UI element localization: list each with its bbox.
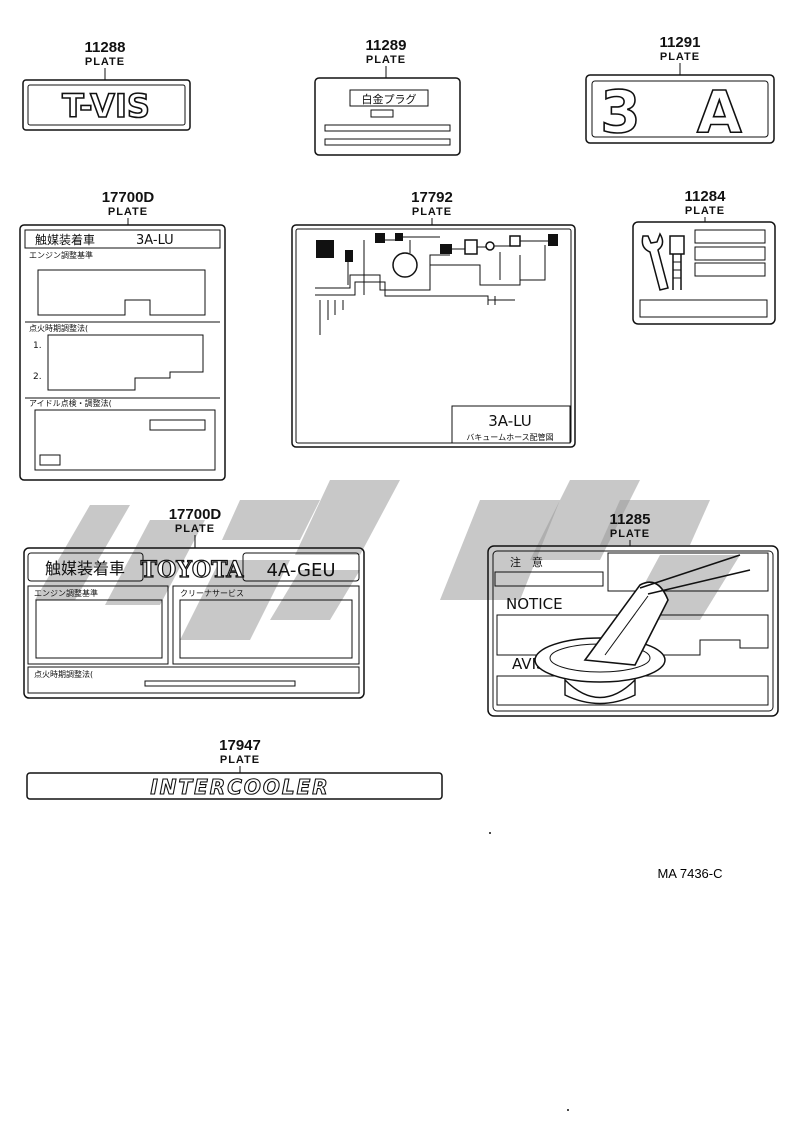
label: エンジン調整基準 xyxy=(29,250,93,260)
label: エンジン調整基準 xyxy=(34,588,98,598)
diagram-code: MA 7436-C xyxy=(657,866,722,881)
plate-text: 触媒装着車 xyxy=(45,559,125,578)
part-number: 11285 xyxy=(610,511,651,528)
wrench-icon xyxy=(641,232,685,291)
part-name: PLATE xyxy=(610,528,650,540)
part-name: PLATE xyxy=(412,206,452,218)
engine-code: 4A-GEU xyxy=(266,560,335,581)
engine-code: 3A-LU xyxy=(136,233,174,248)
part-name: PLATE xyxy=(85,56,125,68)
part-17947[interactable]: 17947 PLATE INTERCOOLER xyxy=(26,737,443,800)
part-11291[interactable]: 11291 PLATE 3 A xyxy=(585,34,775,147)
label: 2. xyxy=(33,372,42,382)
notice-label: NOTICE xyxy=(506,595,563,613)
part-number: 11284 xyxy=(685,188,727,205)
label: 点火時期調整法( xyxy=(29,323,88,333)
part-name: PLATE xyxy=(220,754,260,766)
plate-text: T-VIS xyxy=(62,87,150,125)
part-17792[interactable]: 17792 PLATE 3A-LU バキュームホース配管図 xyxy=(291,189,576,448)
oil-can-illustration xyxy=(534,554,751,705)
plate-text: 触媒装着車 xyxy=(35,232,95,247)
label: アイドル点検・調整法( xyxy=(29,398,112,408)
label: 点火時期調整法( xyxy=(34,669,93,679)
part-number: 11288 xyxy=(85,39,126,56)
part-17700D-4a[interactable]: 17700D PLATE 触媒装着車 TOYOTA 4A-GEU エンジン調整基… xyxy=(23,506,365,699)
part-number: 11289 xyxy=(366,37,407,54)
caption: バキュームホース配管図 xyxy=(466,432,553,442)
plate-text: INTERCOOLER xyxy=(150,775,329,799)
part-name: PLATE xyxy=(108,206,148,218)
plate-text: 3 A xyxy=(600,78,759,146)
part-name: PLATE xyxy=(685,205,725,217)
brand-logo: TOYOTA xyxy=(141,557,245,583)
part-name: PLATE xyxy=(660,51,700,63)
part-11289[interactable]: 11289 PLATE 白金プラグ xyxy=(314,37,461,156)
part-11284[interactable]: 11284 PLATE xyxy=(632,188,776,325)
part-name: PLATE xyxy=(366,54,406,66)
part-name: PLATE xyxy=(175,523,215,535)
part-17700D-3a[interactable]: 17700D PLATE 触媒装着車 3A-LU エンジン調整基準 点火時期調整… xyxy=(19,189,226,481)
part-number: 11291 xyxy=(660,34,701,51)
part-number: 17700D xyxy=(102,189,155,206)
part-11285[interactable]: 11285 PLATE 注 意 NOTICE AVIS xyxy=(487,511,779,717)
engine-code: 3A-LU xyxy=(488,412,531,430)
plate-text: 白金プラグ xyxy=(362,92,417,106)
label: 1. xyxy=(33,341,42,351)
label: クリーナサービス xyxy=(180,589,244,598)
part-number: 17947 xyxy=(219,737,261,754)
caution-label: 注 意 xyxy=(510,555,543,569)
part-number: 17792 xyxy=(411,189,453,206)
watermark-logo xyxy=(35,480,740,640)
part-number: 17700D xyxy=(169,506,222,523)
part-11288[interactable]: 11288 PLATE T-VIS xyxy=(22,39,191,131)
vacuum-hose-schematic xyxy=(315,233,558,335)
